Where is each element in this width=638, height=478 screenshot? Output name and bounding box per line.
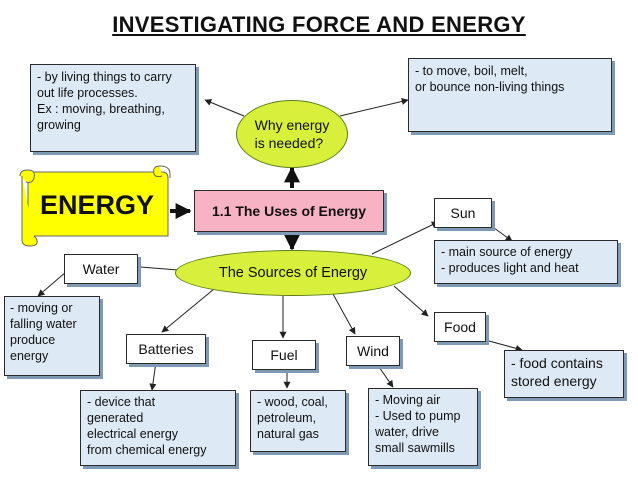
arrow-to-food	[393, 285, 429, 317]
arrow-to-batteries	[161, 288, 215, 333]
arrow-to-sun	[371, 221, 439, 255]
non-living-things-note: - to move, boil, melt, or bounce non-liv…	[408, 58, 612, 132]
water-box: Water	[64, 254, 138, 284]
arrow-sun-desc	[489, 224, 513, 242]
energy-label: ENERGY	[40, 190, 155, 220]
water-description: - moving or falling water produce energy	[4, 296, 100, 376]
arrow-batteries-desc	[149, 361, 157, 391]
sources-of-energy-label: The Sources of Energy	[218, 265, 368, 281]
page-title: INVESTIGATING FORCE AND ENERGY	[112, 12, 526, 37]
arrow-wind-desc	[378, 366, 394, 388]
wind-box: Wind	[346, 336, 400, 366]
food-box: Food	[434, 312, 486, 342]
energy-scroll	[19, 165, 171, 247]
fuel-box: Fuel	[252, 340, 316, 370]
arrow-to-wind	[332, 293, 356, 335]
sun-box: Sun	[434, 198, 492, 228]
sources-of-energy-oval: The Sources of Energy	[175, 250, 411, 296]
arrow-why-to-living	[204, 99, 245, 117]
batteries-box: Batteries	[126, 334, 206, 364]
sun-description: - main source of energy - produces light…	[434, 240, 618, 284]
arrow-why-to-nonliving	[339, 98, 409, 117]
fuel-description: - wood, coal, petroleum, natural gas	[250, 390, 346, 452]
batteries-description: - device that generated electrical energ…	[80, 390, 236, 466]
food-description: - food contains stored energy	[504, 350, 624, 398]
why-energy-oval: Why energy is needed?	[236, 100, 348, 168]
uses-of-energy-box: 1.1 The Uses of Energy	[194, 190, 384, 232]
living-things-note: - by living things to carry out life pro…	[30, 64, 196, 152]
arrow-water-desc	[37, 271, 67, 297]
why-energy-label: Why energy is needed?	[254, 117, 330, 151]
wind-description: - Moving air - Used to pump water, drive…	[368, 388, 478, 466]
